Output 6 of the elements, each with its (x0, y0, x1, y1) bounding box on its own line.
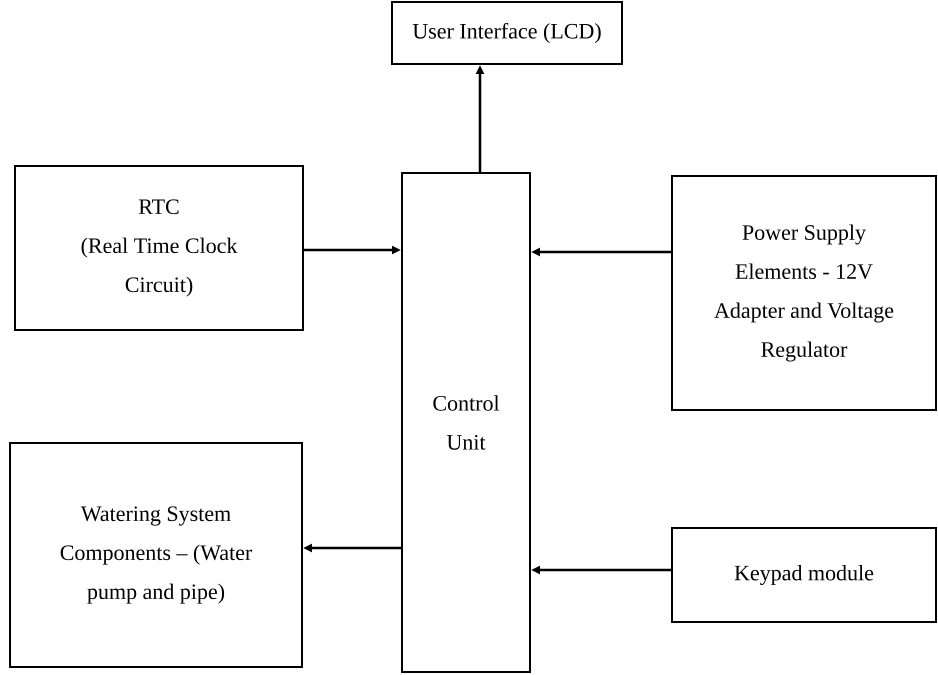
block-box: RTC (Real Time Clock Circuit) (14, 165, 304, 331)
block-box: Keypad module (671, 526, 937, 623)
block-box: Control Unit (401, 172, 531, 673)
block-box: Power Supply Elements - 12V Adapter and Voltage Regulator (671, 175, 937, 411)
block-box: Watering System Components – (Water pump and pipe) (9, 442, 303, 668)
block-box: User Interface (LCD) (391, 1, 623, 65)
